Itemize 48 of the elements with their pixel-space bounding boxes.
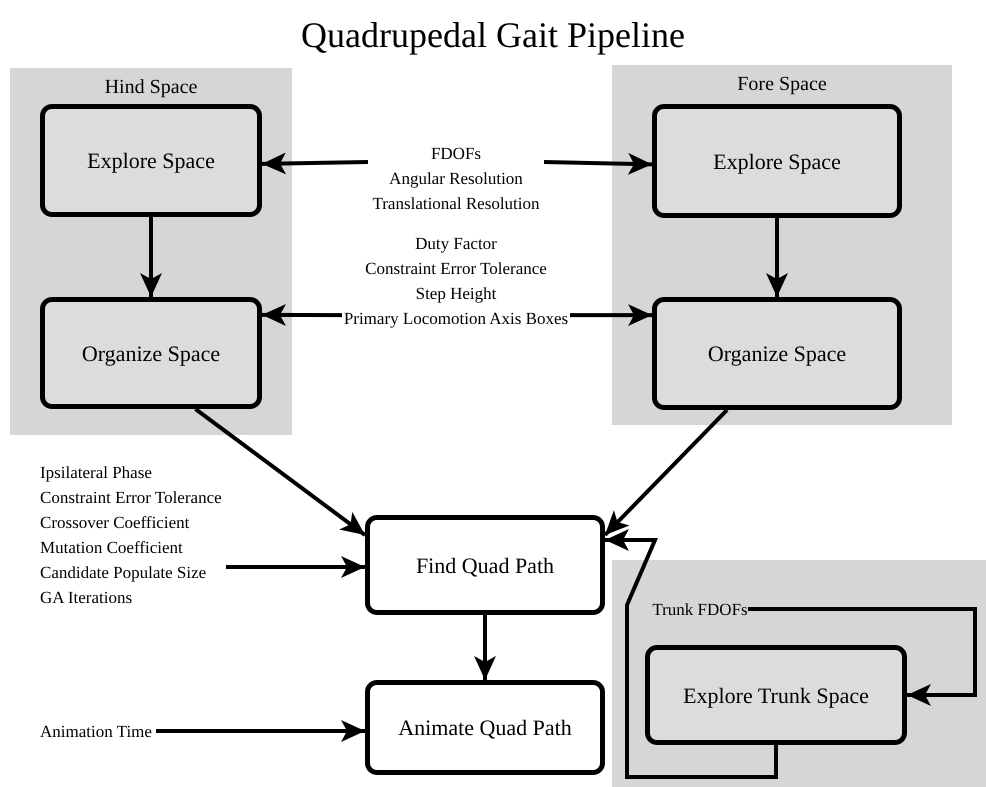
process-box xyxy=(365,515,605,615)
stippled-region xyxy=(612,560,986,787)
process-box xyxy=(40,297,262,409)
parameter-label: Constraint Error Tolerance xyxy=(365,258,547,280)
box-label: Explore Space xyxy=(713,148,841,176)
parameter-label: FDOFs xyxy=(430,142,482,164)
box-label: Organize Space xyxy=(82,340,220,368)
parameter-label: Candidate Populate Size xyxy=(40,562,206,584)
arrow xyxy=(544,152,652,175)
box-label: Find Quad Path xyxy=(416,552,554,580)
box-label: Organize Space xyxy=(708,340,846,368)
parameter-label: Translational Resolution xyxy=(372,192,540,214)
parameter-label: GA Iterations xyxy=(40,587,132,609)
box-label: Animate Quad Path xyxy=(398,714,572,742)
stippled-region xyxy=(612,65,952,425)
stippled-region xyxy=(10,68,292,435)
process-box xyxy=(652,104,902,218)
arrow xyxy=(570,304,652,326)
parameter-label: Ipsilateral Phase xyxy=(40,462,152,484)
parameter-label: Trunk FDOFs xyxy=(652,598,748,620)
arrow xyxy=(604,408,728,536)
parameter-label: Constraint Error Tolerance xyxy=(40,487,222,509)
arrow xyxy=(156,720,365,742)
diagram-title: Quadrupedal Gait Pipeline xyxy=(300,14,686,57)
arrow xyxy=(474,615,496,680)
arrow xyxy=(140,217,162,297)
box-label: Explore Space xyxy=(87,147,215,175)
box-label: Explore Trunk Space xyxy=(683,682,869,710)
arrow xyxy=(262,304,342,326)
arrow xyxy=(194,407,366,537)
process-box xyxy=(40,104,262,217)
process-box xyxy=(645,645,907,745)
parameter-label: Angular Resolution xyxy=(389,168,523,190)
parameter-label: Primary Locomotion Axis Boxes xyxy=(344,308,568,330)
region-heading: Hind Space xyxy=(104,75,198,100)
process-box xyxy=(365,680,605,775)
parameter-label: Step Height xyxy=(416,282,496,305)
arrow xyxy=(262,152,368,174)
parameter-label: Mutation Coefficient xyxy=(40,537,183,559)
process-box xyxy=(652,297,902,410)
parameter-label: Crossover Coefficient xyxy=(40,512,190,534)
arrow xyxy=(766,218,788,297)
arrow xyxy=(605,529,778,779)
region-heading: Fore Space xyxy=(736,72,828,97)
parameter-label: Duty Factor xyxy=(415,232,497,255)
parameter-label: Animation Time xyxy=(40,720,152,742)
arrow xyxy=(226,556,365,578)
arrow xyxy=(748,607,977,706)
